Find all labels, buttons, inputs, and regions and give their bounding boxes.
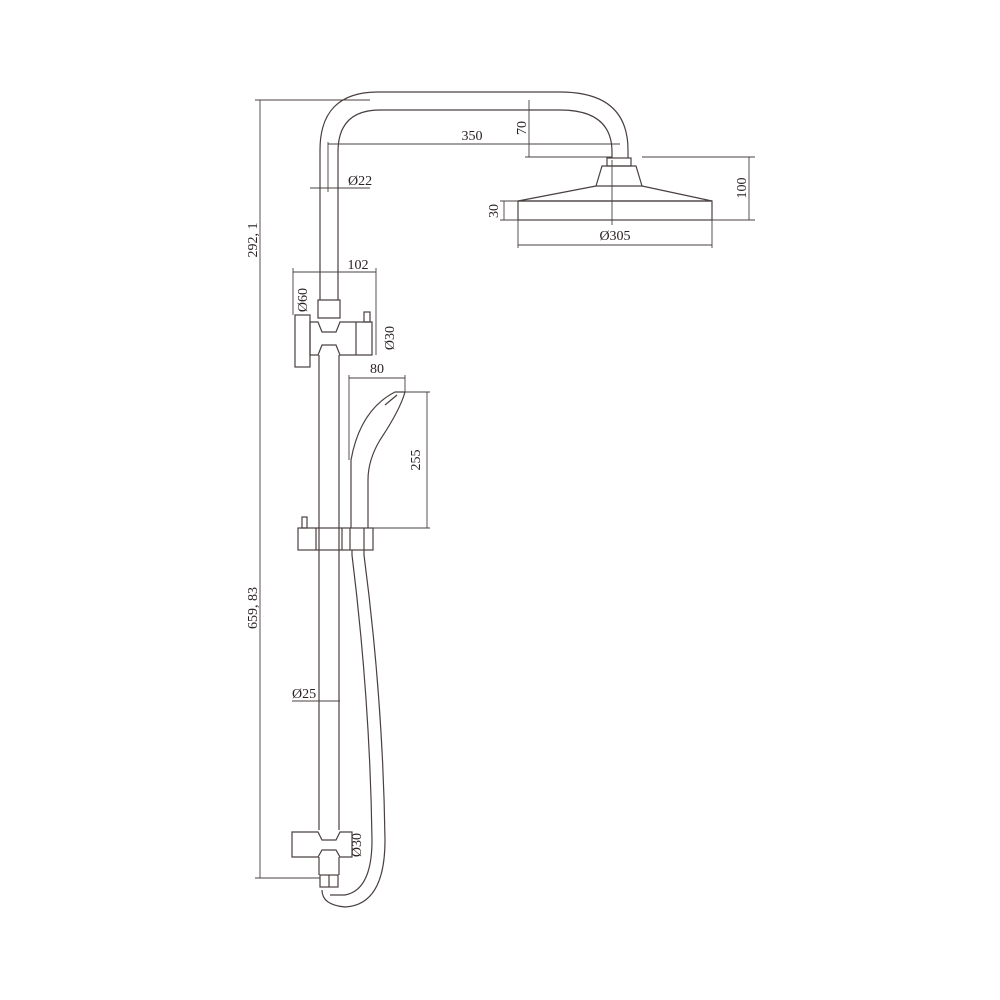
dim-102: 102 [348,258,369,273]
slide-rail [318,355,340,830]
dim-bottom-bracket: Ø30 [350,833,365,857]
dim-659-83: 659, 83 [246,587,261,629]
dim-80: 80 [370,362,384,377]
dim-pipe-diameter: Ø22 [348,174,372,189]
dim-diverter-outlet: Ø30 [383,326,398,350]
dim-30: 30 [487,204,502,218]
dimension-lines [255,99,755,879]
dim-70: 70 [515,121,530,135]
dim-350: 350 [462,129,483,144]
slide-bracket [297,516,374,551]
shower-head [517,157,713,221]
dim-riser-diameter: Ø25 [292,687,316,702]
dim-100: 100 [735,178,750,199]
bottom-bracket [291,831,353,888]
dim-head-diameter: Ø305 [599,229,630,244]
handshower [350,391,406,528]
dim-292-1: 292, 1 [246,223,261,258]
hose [321,550,386,908]
dim-diverter-diameter: Ø60 [296,288,311,312]
riser-and-arm [319,91,629,300]
dim-255: 255 [409,450,424,471]
